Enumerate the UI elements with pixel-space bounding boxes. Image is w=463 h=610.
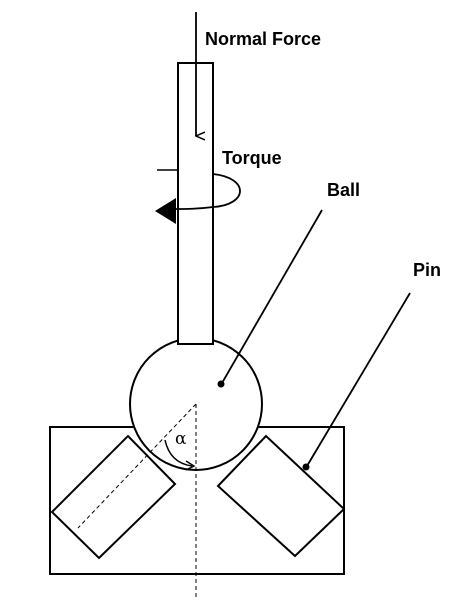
alpha-angle-label: α [175,429,187,449]
pin-label: Pin [413,260,441,280]
contact-angle-line [77,403,197,529]
right-pin [216,434,346,558]
torque-label: Torque [222,148,282,168]
pin-leader-dot [302,463,310,471]
angle-arrow-icon [185,460,196,471]
torque-curve [169,173,241,210]
angle-arc [164,439,193,467]
torque-arrowhead-icon [155,198,176,224]
ball-label: Ball [327,180,360,200]
left-pin [50,434,177,560]
ball-leader-line [221,209,323,384]
ball-leader-dot [217,380,225,388]
pin-leader-line [306,292,411,467]
normal-force-label: Normal Force [205,29,321,49]
